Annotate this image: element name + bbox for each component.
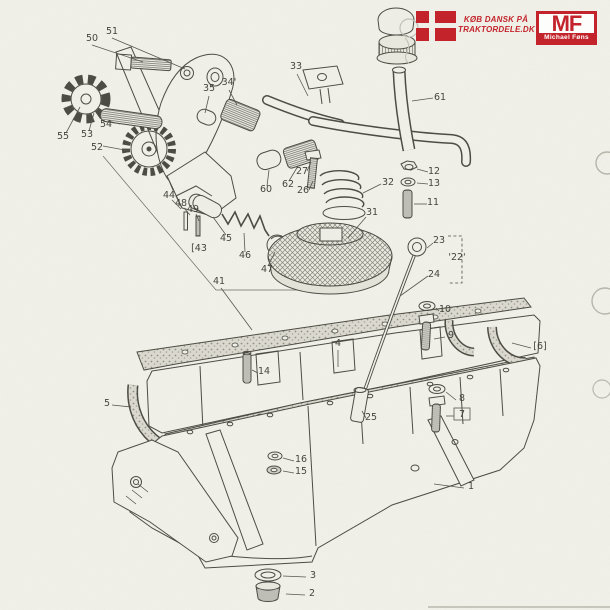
tagline-line1: KØB DANSK PÅ bbox=[463, 15, 529, 24]
mf-logo-initials: MF bbox=[551, 11, 583, 36]
tagline-line2: TRAKTORDELE.DK bbox=[458, 25, 535, 34]
brand-tagline: KØB DANSK PÅ TRAKTORDELE.DK bbox=[458, 15, 535, 35]
danish-flag-icon bbox=[416, 11, 456, 41]
mf-logo-name: Michael Føns bbox=[539, 33, 594, 42]
mf-logo: MF Michael Føns bbox=[536, 11, 597, 45]
